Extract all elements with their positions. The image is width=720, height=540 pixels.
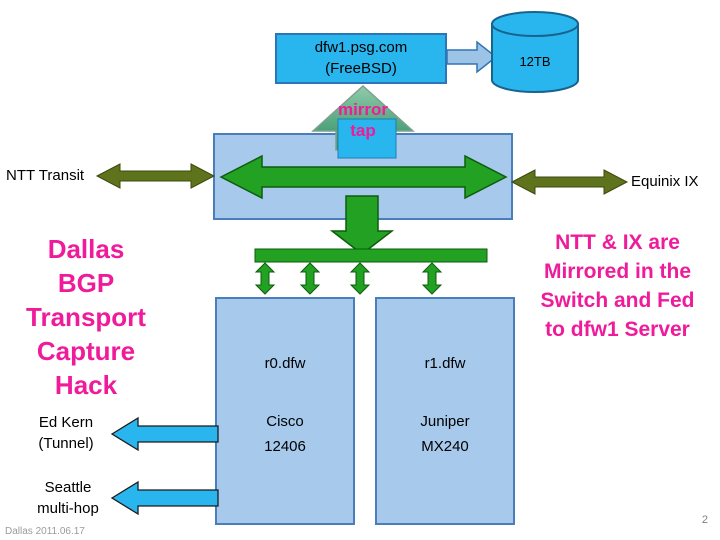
- title-line: BGP: [57, 268, 115, 298]
- server-box-line2: (FreeBSD): [325, 60, 397, 77]
- note-line: NTT & IX are: [555, 231, 680, 254]
- title-line: Dallas: [47, 234, 125, 264]
- tunnel-label-seattle: Seattle multi-hop: [14, 477, 122, 519]
- storage-arrow: [446, 40, 498, 74]
- mirror-tap-port: [337, 118, 397, 159]
- footer-date: Dallas 2011.06.17: [5, 526, 85, 537]
- ntt-arrow: [95, 163, 216, 189]
- title-text: Dallas BGP Transport Capture Hack: [18, 232, 154, 402]
- title-line: Transport: [26, 302, 146, 332]
- router-vendor: Juniper: [420, 413, 470, 430]
- port-arrow: [421, 262, 443, 295]
- router-model: MX240: [421, 438, 469, 455]
- port-arrow: [349, 262, 371, 295]
- tunnel-label-line1: Seattle: [44, 479, 92, 496]
- switch-bus-arrow: [219, 154, 508, 200]
- storage-label: 12TB: [519, 54, 551, 69]
- tunnel-label-line2: (Tunnel): [38, 435, 94, 452]
- router-model: 12406: [264, 438, 306, 455]
- server-box: dfw1.psg.com (FreeBSD): [275, 33, 447, 84]
- tunnel-arrow: [110, 416, 219, 452]
- switch-downlink-arrow: [329, 195, 395, 255]
- mirror-tap-line2: tap: [350, 121, 376, 140]
- ntt-transit-label: NTT Transit: [6, 167, 85, 184]
- page-number: 2: [701, 514, 708, 526]
- port-arrow: [299, 262, 321, 295]
- router-box-r1: r1.dfw Juniper MX240: [375, 297, 515, 525]
- router-box-r0: r0.dfw Cisco 12406: [215, 297, 355, 525]
- router-name: r1.dfw: [424, 355, 466, 372]
- note-line: Mirrored in the: [543, 260, 691, 283]
- storage-cylinder: [491, 11, 579, 93]
- equinix-arrow: [510, 169, 629, 195]
- title-line: Hack: [54, 370, 118, 400]
- mirror-tap-line1: mirror: [337, 100, 389, 119]
- note-line: Switch and Fed: [540, 289, 695, 312]
- mirror-tap-label: mirror tap: [313, 99, 413, 141]
- server-box-line1: dfw1.psg.com: [314, 39, 408, 56]
- note-line: to dfw1 Server: [545, 318, 690, 341]
- port-arrow: [254, 262, 276, 295]
- tunnel-arrow: [110, 480, 219, 516]
- note-text: NTT & IX are Mirrored in the Switch and …: [515, 228, 720, 344]
- tunnel-label-line2: multi-hop: [37, 500, 99, 517]
- tunnel-label-ed-kern: Ed Kern (Tunnel): [16, 412, 116, 454]
- distribution-bar: [254, 248, 488, 263]
- title-line: Capture: [36, 336, 136, 366]
- equinix-ix-label: Equinix IX: [631, 173, 699, 190]
- tunnel-label-line1: Ed Kern: [38, 414, 94, 431]
- router-vendor: Cisco: [266, 413, 304, 430]
- router-name: r0.dfw: [264, 355, 306, 372]
